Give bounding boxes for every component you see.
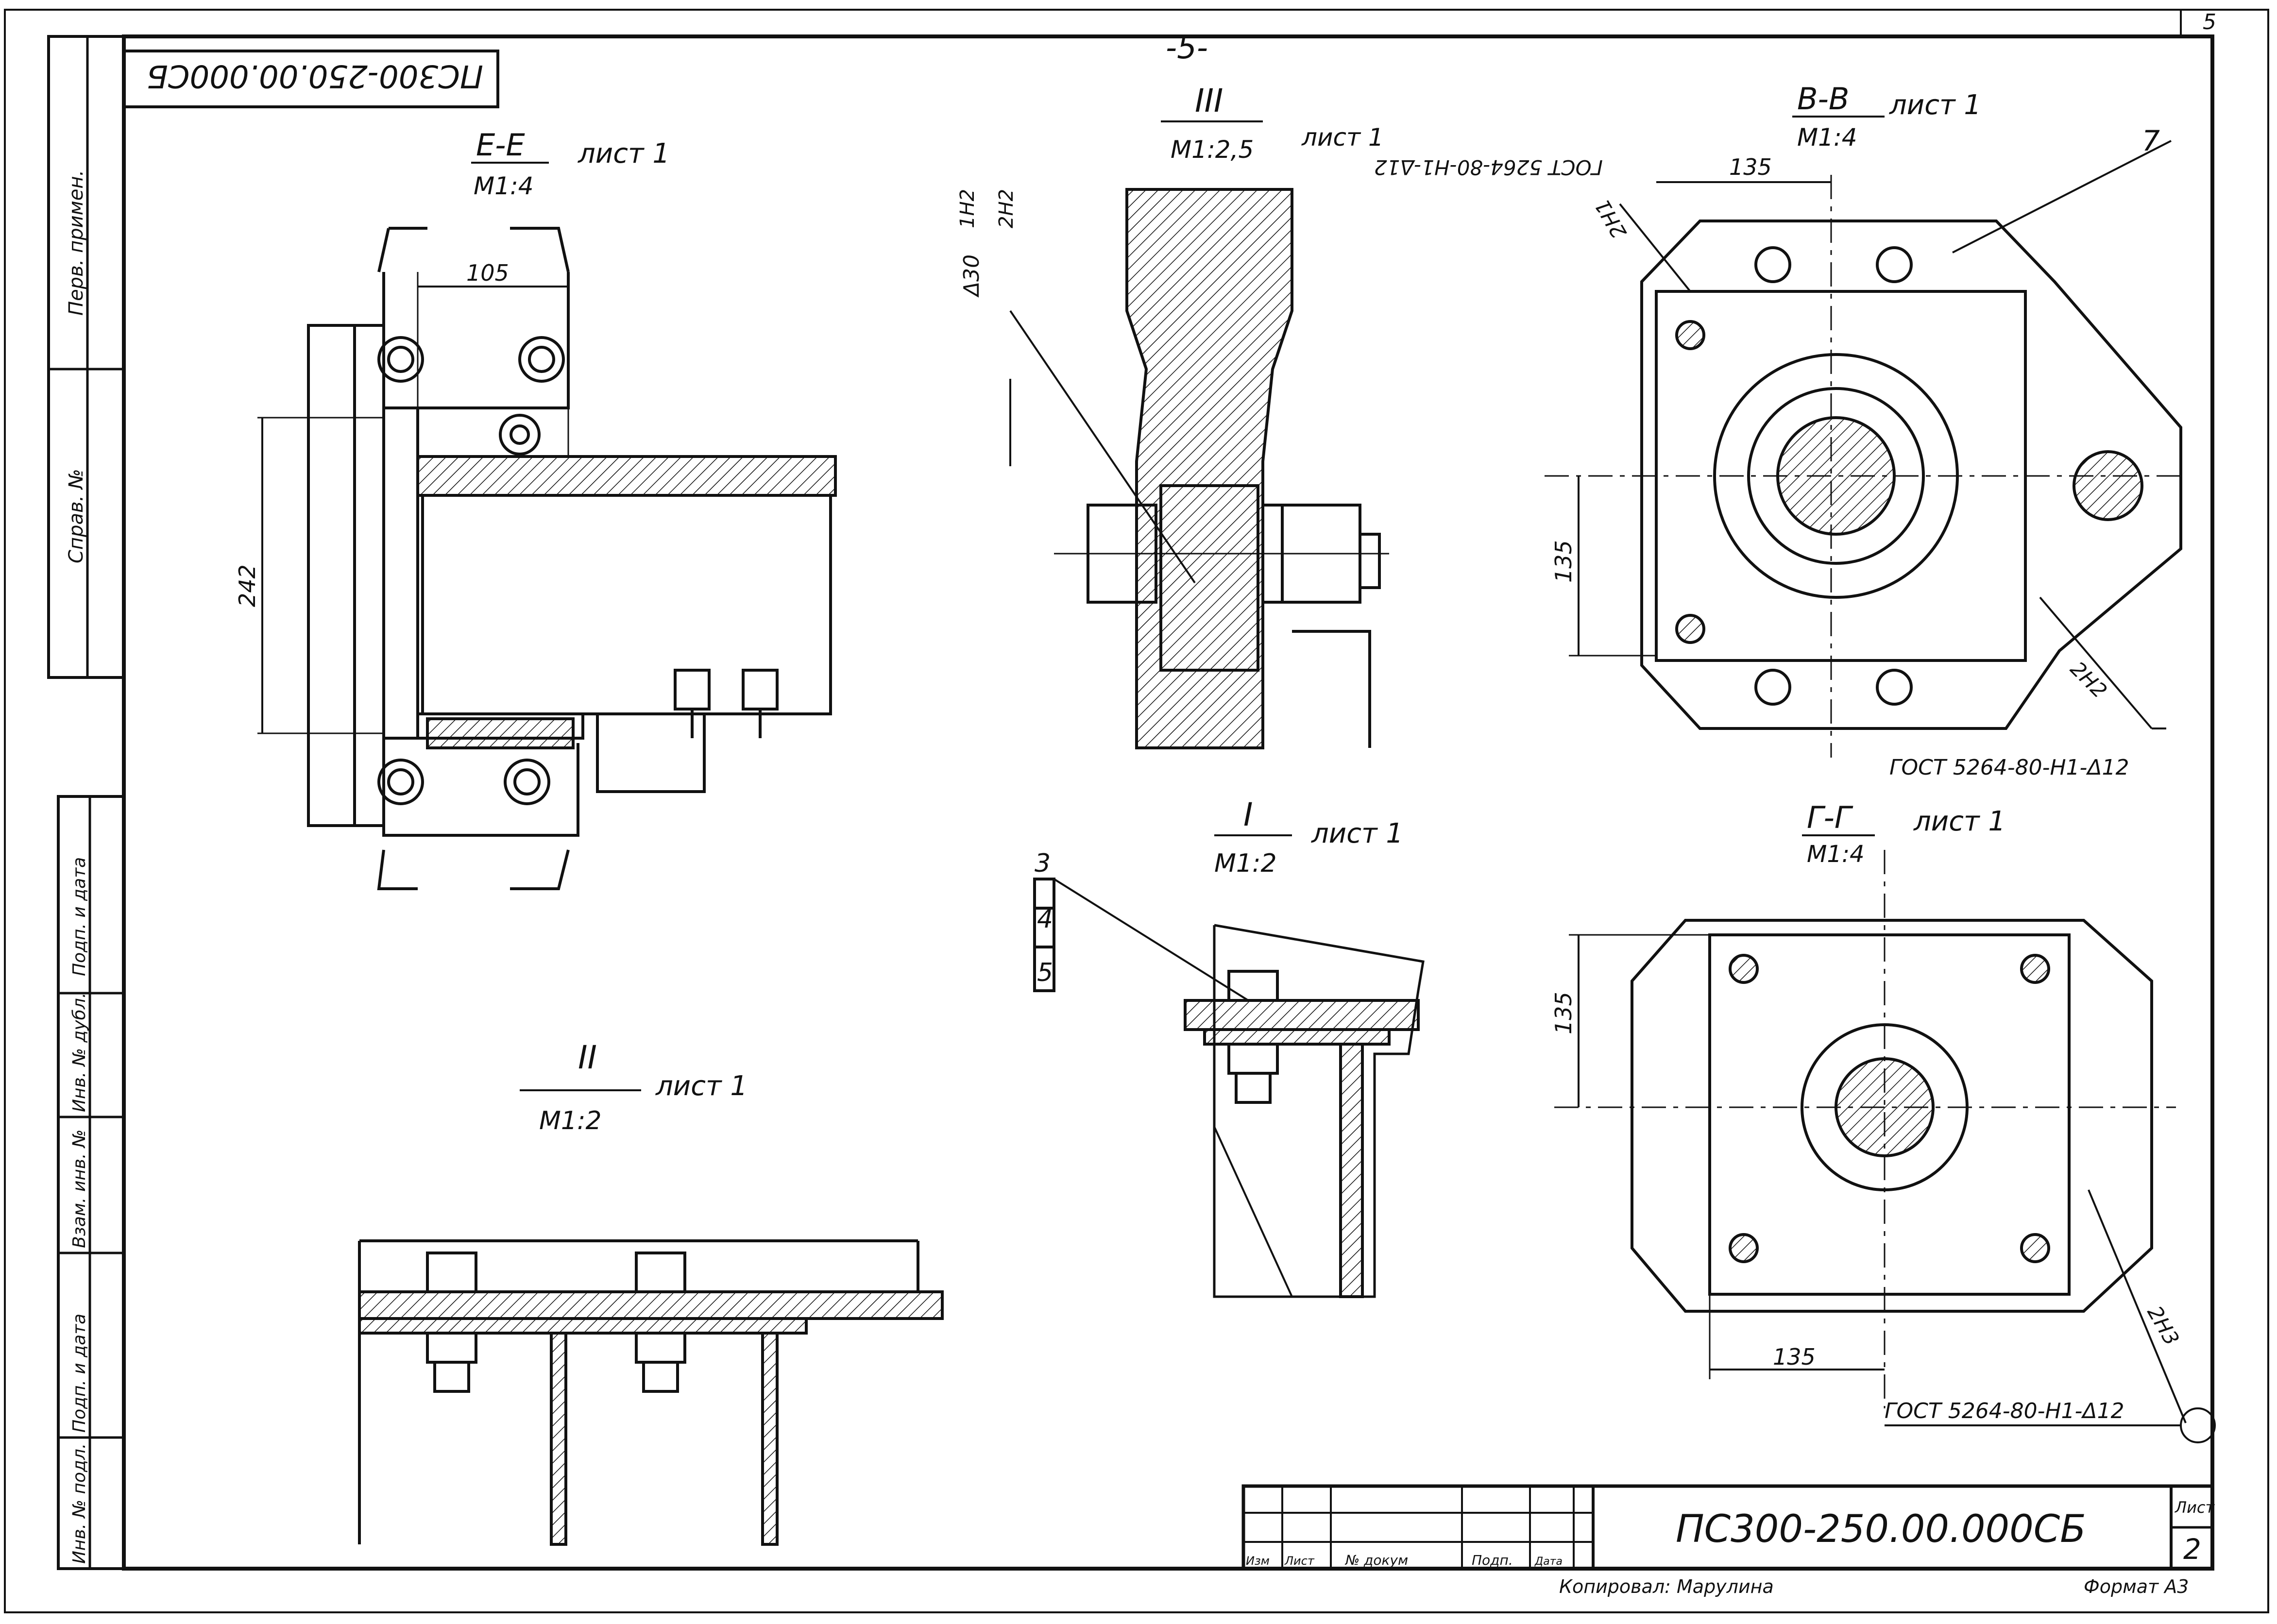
gg-dim-left: 135 [1550, 992, 1577, 1034]
doc-code-rotated: ПС300-250.00.000СБ [147, 58, 483, 94]
i-pos5: 5 [1037, 958, 1053, 987]
stamp-col-docum: № докум [1344, 1552, 1408, 1568]
side-podp-data-1: Подп. и дата [69, 857, 89, 976]
sheet-frame [4, 9, 2269, 1613]
vv-sheet: лист 1 [1889, 89, 1981, 121]
vv-callout: 7 [2142, 124, 2160, 157]
iii-weld2: 1Н2 [956, 189, 979, 228]
side-sprav: Справ. № [65, 469, 87, 563]
i-title: I [1243, 796, 1253, 833]
vv-title: В-В [1797, 81, 1849, 117]
gg-gost: ГОСТ 5264-80-Н1-Δ12 [1885, 1399, 2124, 1423]
ee-scale: М1:4 [474, 172, 534, 200]
ee-dim-242: 242 [234, 564, 260, 607]
stamp-sheet-label: Лист [2175, 1498, 2215, 1517]
side-inv-dubl: Инв. № дубл. [69, 993, 89, 1112]
iii-scale: М1:2,5 [1171, 135, 1254, 164]
vv-dim-left: 135 [1550, 540, 1577, 583]
stamp-copied-by: Копировал: Марулина [1559, 1576, 1774, 1597]
vv-dim-top: 135 [1729, 154, 1772, 180]
side-vzam-inv: Взам. инв. № [69, 1130, 89, 1248]
vv-mark1: 2Н1 [1590, 195, 1631, 242]
ii-title: II [578, 1039, 597, 1076]
iii-weld3: 2Н2 [995, 189, 1018, 228]
ii-scale: М1:2 [539, 1106, 602, 1135]
side-podp-data-2: Подп. и дата [69, 1314, 89, 1433]
iii-weld: Δ30 [959, 254, 984, 298]
i-sheet: лист 1 [1311, 818, 1403, 849]
ii-sheet: лист 1 [655, 1070, 748, 1102]
i-pos3: 3 [1035, 849, 1051, 878]
stamp-sheet-number: 2 [2183, 1533, 2201, 1566]
view-ii [358, 1239, 944, 1546]
side-perv-primen: Перв. примен. [65, 170, 87, 316]
stamp-format: Формат А3 [2084, 1576, 2189, 1597]
i-pos4: 4 [1037, 905, 1053, 934]
stamp-col-data: Дата [1534, 1556, 1563, 1568]
gg-title: Г-Г [1807, 800, 1853, 835]
side-inv-podl: Инв. № подл. [69, 1443, 89, 1564]
page-number: -5- [1166, 30, 1208, 66]
vv-scale: М1:4 [1797, 123, 1857, 152]
view-iii [1009, 188, 1389, 749]
ee-sheet: лист 1 [578, 138, 670, 169]
ee-title: Е-Е [476, 127, 526, 163]
corner-number: 5 [2203, 10, 2216, 34]
stamp-col-podp: Подп. [1472, 1552, 1513, 1568]
view-vv [1545, 140, 2186, 758]
stamp-col-list: Лист [1284, 1554, 1315, 1568]
ee-dim-105: 105 [466, 260, 509, 286]
gg-dim-bottom: 135 [1773, 1344, 1816, 1370]
gg-mark3: 2Н3 [2142, 1302, 2184, 1350]
gg-scale: М1:4 [1807, 841, 1865, 868]
vv-gost-bottom: ГОСТ 5264-80-Н1-Δ12 [1889, 755, 2129, 780]
iii-title: III [1195, 82, 1223, 119]
view-ee [257, 227, 837, 890]
gg-sheet: лист 1 [1913, 806, 2005, 837]
view-i [1033, 878, 1425, 1298]
vv-mark2: 2Н2 [2066, 657, 2112, 703]
vv-gost-top: ГОСТ 5264-80-Н1-Δ12 [1374, 155, 1603, 179]
view-gg [1554, 850, 2216, 1443]
stamp-designation: ПС300-250.00.000СБ [1676, 1507, 2086, 1551]
i-scale: М1:2 [1214, 849, 1277, 878]
stamp-col-izm: Изм [1246, 1554, 1270, 1568]
iii-sheet: лист 1 [1301, 123, 1384, 152]
